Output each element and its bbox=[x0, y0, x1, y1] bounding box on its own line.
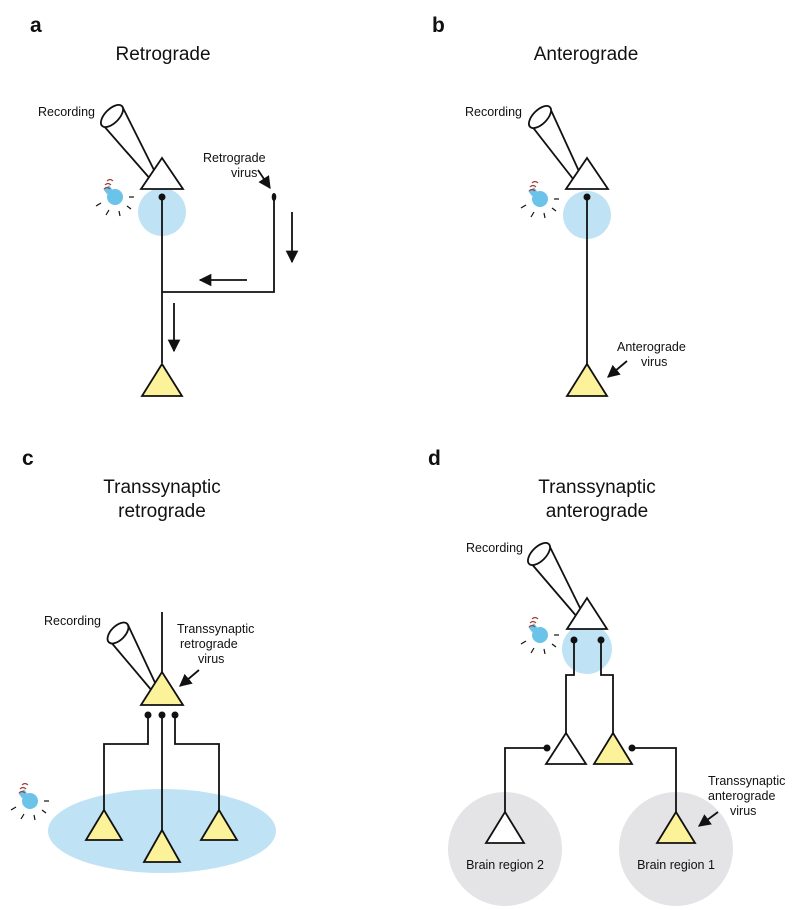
recorded-neuron bbox=[564, 156, 610, 190]
input-axon bbox=[600, 640, 614, 734]
arrow-icon bbox=[607, 360, 628, 378]
virus-label-line3: virus bbox=[198, 652, 224, 666]
brain-region-2 bbox=[448, 792, 562, 906]
panel-title-c-line2: retrograde bbox=[118, 501, 206, 522]
panel-a: a Retrograde Recording Retrograde virus bbox=[30, 14, 299, 397]
panel-letter-c: c bbox=[22, 447, 34, 470]
recording-pipette-icon bbox=[100, 104, 159, 182]
virus-label-line3: virus bbox=[730, 804, 756, 818]
projection-axon bbox=[504, 747, 547, 812]
recording-pipette-icon bbox=[106, 621, 159, 693]
panel-title-c-line1: Transsynaptic bbox=[103, 477, 221, 498]
recorded-neuron bbox=[139, 156, 185, 190]
infected-neuron-region-1 bbox=[655, 810, 697, 844]
downstream-neuron-region-2 bbox=[484, 810, 526, 844]
panel-title-d-line2: anterograde bbox=[546, 501, 648, 522]
virus-label-line1: Anterograde bbox=[617, 340, 686, 354]
recording-label: Recording bbox=[38, 105, 95, 119]
panel-d: d Transsynaptic anterograde Brain region… bbox=[428, 447, 785, 906]
panel-letter-b: b bbox=[432, 14, 445, 37]
brain-region-1-label: Brain region 1 bbox=[637, 858, 715, 872]
presynaptic-neuron bbox=[544, 731, 588, 765]
brain-region-2-label: Brain region 2 bbox=[466, 858, 544, 872]
light-bulb-icon bbox=[520, 616, 560, 655]
virus-label-line2: virus bbox=[231, 166, 257, 180]
light-bulb-icon bbox=[10, 782, 50, 821]
virus-label-line1: Transsynaptic bbox=[177, 622, 254, 636]
panel-title-d-line1: Transsynaptic bbox=[538, 477, 656, 498]
arrow-icon bbox=[257, 169, 271, 190]
panel-letter-d: d bbox=[428, 447, 441, 470]
terminal-dot bbox=[271, 193, 277, 201]
recording-label: Recording bbox=[465, 105, 522, 119]
recorded-neuron bbox=[565, 596, 609, 630]
recording-label: Recording bbox=[466, 541, 523, 555]
panel-title-a: Retrograde bbox=[115, 44, 210, 65]
panel-letter-a: a bbox=[30, 14, 42, 37]
light-bulb-icon bbox=[520, 180, 560, 219]
arrow-icon bbox=[697, 811, 719, 827]
infected-neuron bbox=[84, 808, 124, 841]
infected-neuron bbox=[199, 808, 239, 841]
infected-neuron bbox=[140, 362, 184, 397]
infected-neuron bbox=[565, 362, 609, 397]
panel-title-b: Anterograde bbox=[534, 44, 639, 65]
recording-pipette-icon bbox=[528, 105, 584, 185]
input-axon bbox=[174, 715, 220, 810]
infected-neuron bbox=[592, 731, 634, 765]
projection-axon bbox=[632, 747, 677, 812]
virus-label-line1: Transsynaptic bbox=[708, 774, 785, 788]
virus-label-line1: Retrograde bbox=[203, 151, 266, 165]
input-axon bbox=[103, 715, 149, 810]
panel-c: c Transsynaptic retrograde Recording Tra… bbox=[10, 447, 276, 873]
light-bulb-icon bbox=[95, 178, 135, 217]
virus-label-line2: anterograde bbox=[708, 789, 775, 803]
panel-b: b Anterograde Recording Anterograde viru… bbox=[432, 14, 686, 397]
light-stimulation-area bbox=[562, 624, 612, 674]
infected-neuron bbox=[142, 828, 182, 863]
virus-label-line2: virus bbox=[641, 355, 667, 369]
recording-label: Recording bbox=[44, 614, 101, 628]
recording-pipette-icon bbox=[527, 542, 584, 619]
infected-neuron bbox=[139, 670, 185, 706]
arrow-icon bbox=[179, 669, 200, 687]
virus-label-line2: retrograde bbox=[180, 637, 238, 651]
axon-branch bbox=[162, 199, 275, 293]
input-axon bbox=[565, 640, 575, 734]
